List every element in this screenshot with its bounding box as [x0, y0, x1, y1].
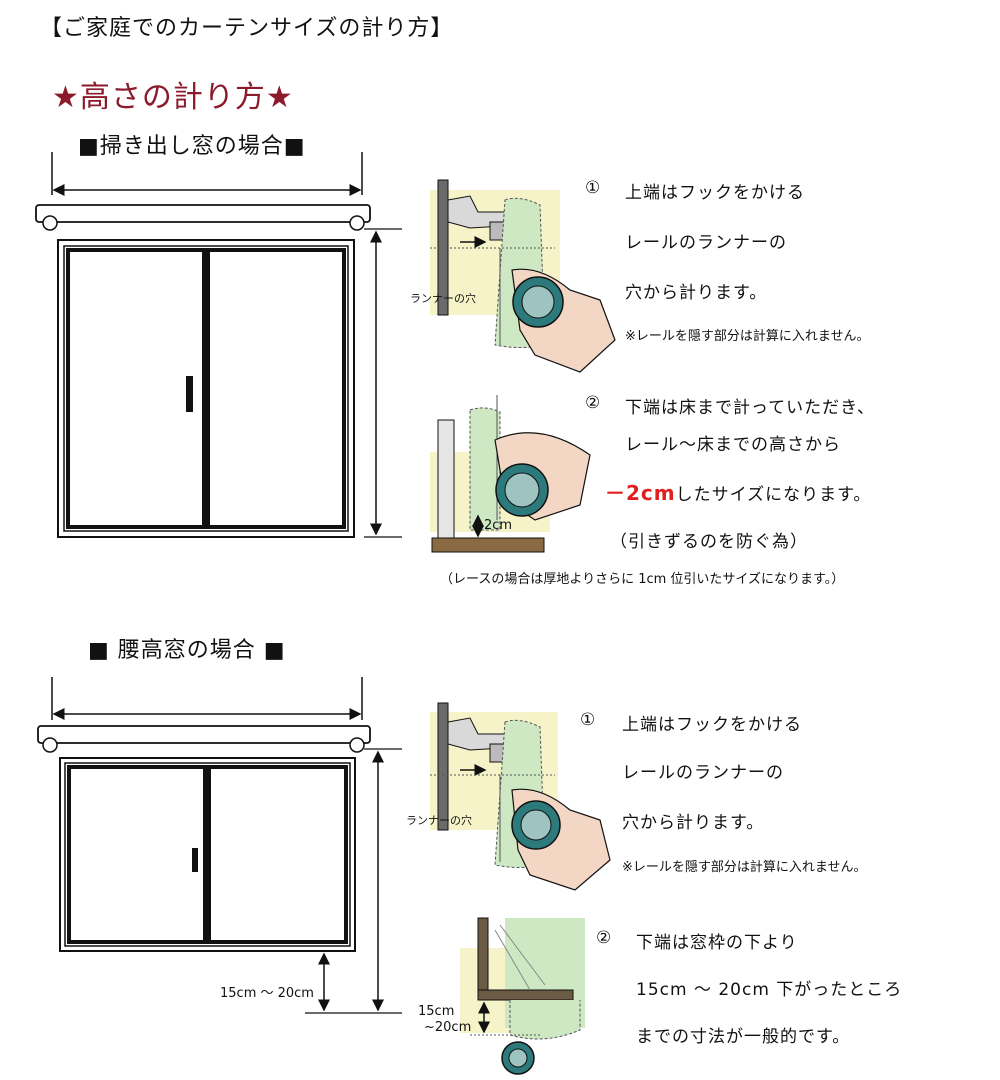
s2-step1-note: ※レールを隠す部分は計算に入れません。	[622, 860, 867, 875]
step2-line-2: レール～床までの高さから	[625, 435, 841, 455]
minus-2cm: －2cm	[605, 481, 676, 505]
s2-step1-line-1: 上端はフックをかける	[622, 715, 802, 735]
step2-number: ②	[585, 393, 601, 413]
s2-step2-number: ②	[596, 928, 612, 948]
section1-title: ■掃き出し窓の場合■	[78, 134, 306, 159]
s2-step1-line-2: レールのランナーの	[622, 763, 784, 783]
window-waist-high-diagram	[37, 677, 402, 1014]
s2-step2-line-3: までの寸法が一般的です。	[636, 1027, 851, 1047]
section2-title: ■ 腰高窓の場合 ■	[88, 638, 286, 663]
page-title: 【ご家庭でのカーテンサイズの計り方】	[40, 16, 454, 41]
runner-hole-label-1: ランナーの穴	[410, 292, 476, 305]
step1-number: ①	[585, 178, 601, 198]
sill-label-bottom: ~20cm	[424, 1020, 472, 1035]
runner-illustration-2	[430, 702, 611, 891]
sill-label-top: 15cm	[418, 1004, 455, 1019]
floor-illustration	[430, 395, 591, 553]
runner-illustration-1	[430, 179, 616, 373]
step2-line-1: 下端は床まで計っていただき、	[625, 398, 875, 418]
step2-line-3: －2cmしたサイズになります。	[605, 477, 871, 506]
step1-line-3: 穴から計ります。	[625, 283, 768, 303]
runner-hole-label-2: ランナーの穴	[406, 814, 472, 827]
step1-note: ※レールを隠す部分は計算に入れません。	[625, 329, 870, 344]
gap-label: 2cm	[484, 518, 513, 533]
s2-step1-number: ①	[580, 710, 596, 730]
step1-line-1: 上端はフックをかける	[625, 183, 805, 203]
s2-step2-line-2: 15cm ～ 20cm 下がったところ	[636, 980, 903, 1000]
lace-note: （レースの場合は厚地よりさらに 1cm 位引いたサイズになります。）	[440, 572, 845, 587]
step2-minus-rest: したサイズになります。	[675, 485, 872, 505]
step2-reason: （引きずるのを防ぐ為）	[610, 532, 808, 552]
step1-line-2: レールのランナーの	[625, 233, 787, 253]
sill-illustration	[460, 917, 585, 1075]
section-title: ★高さの計り方★	[52, 80, 294, 115]
window-sliding-door-diagram	[35, 152, 402, 538]
side-dimension-label: 15cm ～ 20cm	[220, 986, 314, 1001]
s2-step1-line-3: 穴から計ります。	[622, 813, 765, 833]
s2-step2-line-1: 下端は窓枠の下より	[636, 933, 798, 953]
